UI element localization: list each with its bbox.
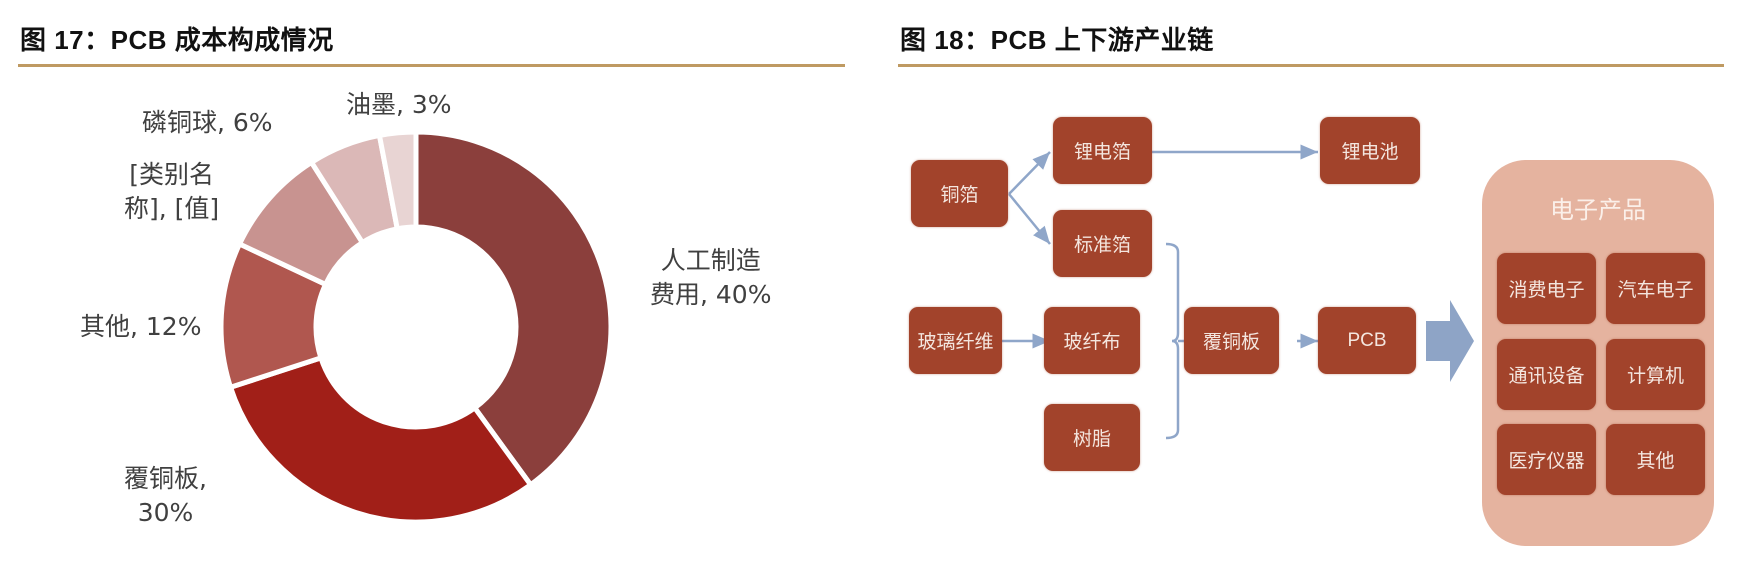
label-phosphor-copper: 磷铜球, 6% <box>142 106 273 140</box>
node-pcb: PCB <box>1318 307 1416 374</box>
figure17-divider <box>18 64 845 67</box>
node-copper-foil: 铜箔 <box>911 160 1008 227</box>
product-other: 其他 <box>1606 424 1705 495</box>
node-resin: 树脂 <box>1044 404 1140 471</box>
label-phosphor-copper-text: 磷铜球, 6% <box>142 108 273 137</box>
arrow-copper-to-li-foil <box>1008 151 1051 195</box>
node-li-foil: 锂电箔 <box>1053 117 1152 184</box>
product-automotive-electronics: 汽车电子 <box>1606 253 1705 324</box>
label-ccl-line1: 覆铜板, <box>124 464 207 493</box>
figure18-title: 图 18：PCB 上下游产业链 <box>900 25 1214 55</box>
donut-slice-0 <box>413 129 614 489</box>
label-other-text: 其他, 12% <box>80 312 202 341</box>
label-ccl: 覆铜板, 30% <box>124 462 207 530</box>
figure18-divider <box>898 64 1724 67</box>
donut-chart <box>218 129 614 525</box>
donut-slice-5 <box>376 129 419 232</box>
node-li-battery: 锂电池 <box>1320 117 1420 184</box>
product-medical-instruments: 医疗仪器 <box>1497 424 1596 495</box>
arrow-copper-to-std-foil <box>1008 193 1051 245</box>
electronic-products-title: 电子产品 <box>1550 196 1646 224</box>
product-consumer-electronics: 消费电子 <box>1497 253 1596 324</box>
product-communication-equipment: 通讯设备 <box>1497 339 1596 410</box>
label-other: 其他, 12% <box>80 310 201 344</box>
bracket-materials <box>1165 242 1180 440</box>
label-category-line2: 称], [值] <box>124 194 220 223</box>
donut-slice-1 <box>227 354 535 525</box>
big-arrow-to-products <box>1426 300 1474 382</box>
node-ccl: 覆铜板 <box>1184 307 1279 374</box>
node-glass-fiber: 玻璃纤维 <box>909 307 1002 374</box>
label-labor-line1: 人工制造 <box>660 246 761 275</box>
product-computer: 计算机 <box>1606 339 1705 410</box>
figure17-title: 图 17：PCB 成本构成情况 <box>20 25 334 55</box>
node-std-foil: 标准箔 <box>1053 210 1152 277</box>
node-glass-cloth: 玻纤布 <box>1044 307 1140 374</box>
label-category-placeholder: [类别名 称], [值] <box>124 158 219 226</box>
label-labor-line2: 费用, 40% <box>650 280 772 309</box>
label-labor: 人工制造 费用, 40% <box>650 244 771 312</box>
label-ink-text: 油墨, 3% <box>346 90 452 119</box>
label-ccl-line2: 30% <box>137 498 194 527</box>
label-category-line1: [类别名 <box>129 160 214 189</box>
label-ink: 油墨, 3% <box>346 88 452 122</box>
